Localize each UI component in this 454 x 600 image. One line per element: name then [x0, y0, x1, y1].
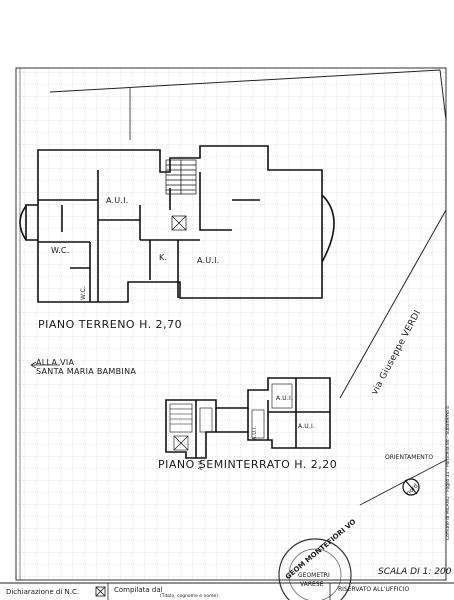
room-label-wc-1: W.C. — [51, 246, 70, 255]
road-boundary-top — [49, 69, 441, 93]
stamp-text-bottom: VARESE — [300, 581, 324, 588]
professional-stamp — [278, 538, 352, 600]
margin-cadastral-reference: Comune di MILANO - Foglio 11 - Particell… — [446, 406, 451, 540]
basement-staircase — [169, 383, 293, 451]
footer-declaration-label: Dichiarazione di N.C. — [6, 588, 80, 596]
stamp-text-middle: GEOMETRI — [298, 572, 330, 579]
ground-floor-title: PIANO TERRENO H. 2,70 — [38, 318, 183, 331]
ground-floor-plan — [19, 145, 335, 303]
scale-label: SCALA DI 1: 200 — [378, 567, 452, 577]
basement-room-aui-3: A.U.I. — [252, 425, 258, 440]
street-label-alla-via: ALLA VIA — [36, 358, 75, 367]
room-label-aui-1: A.U.I. — [106, 196, 129, 205]
room-label-wc-2: W.C. — [80, 285, 87, 300]
basement-room-aui-2: A.U.I. — [298, 423, 316, 430]
basement-floor-plan — [165, 377, 331, 459]
north-orientation-symbol — [359, 459, 447, 506]
room-label-kitchen: K. — [159, 253, 168, 262]
room-label-aui-2: A.U.I. — [197, 256, 220, 265]
orientation-label: ORIENTAMENTO — [385, 454, 434, 461]
basement-title: PIANO SEMINTERRATO H. 2,20 — [158, 458, 338, 471]
street-label-santa-maria: SANTA MARIA BAMBINA — [36, 367, 137, 376]
ground-staircase — [165, 159, 197, 231]
footer-name-hint: (Titolo, cognome e nome) — [160, 594, 218, 599]
grid-background — [16, 68, 446, 580]
footer-compiled-label: Compilata dal — [114, 586, 163, 594]
footer-reserved-label: RISERVATO ALL'UFFICIO — [338, 586, 410, 593]
sheet-frame — [15, 67, 447, 581]
basement-room-aui-1: A.U.I. — [276, 395, 294, 402]
road-boundary-right — [339, 209, 447, 399]
